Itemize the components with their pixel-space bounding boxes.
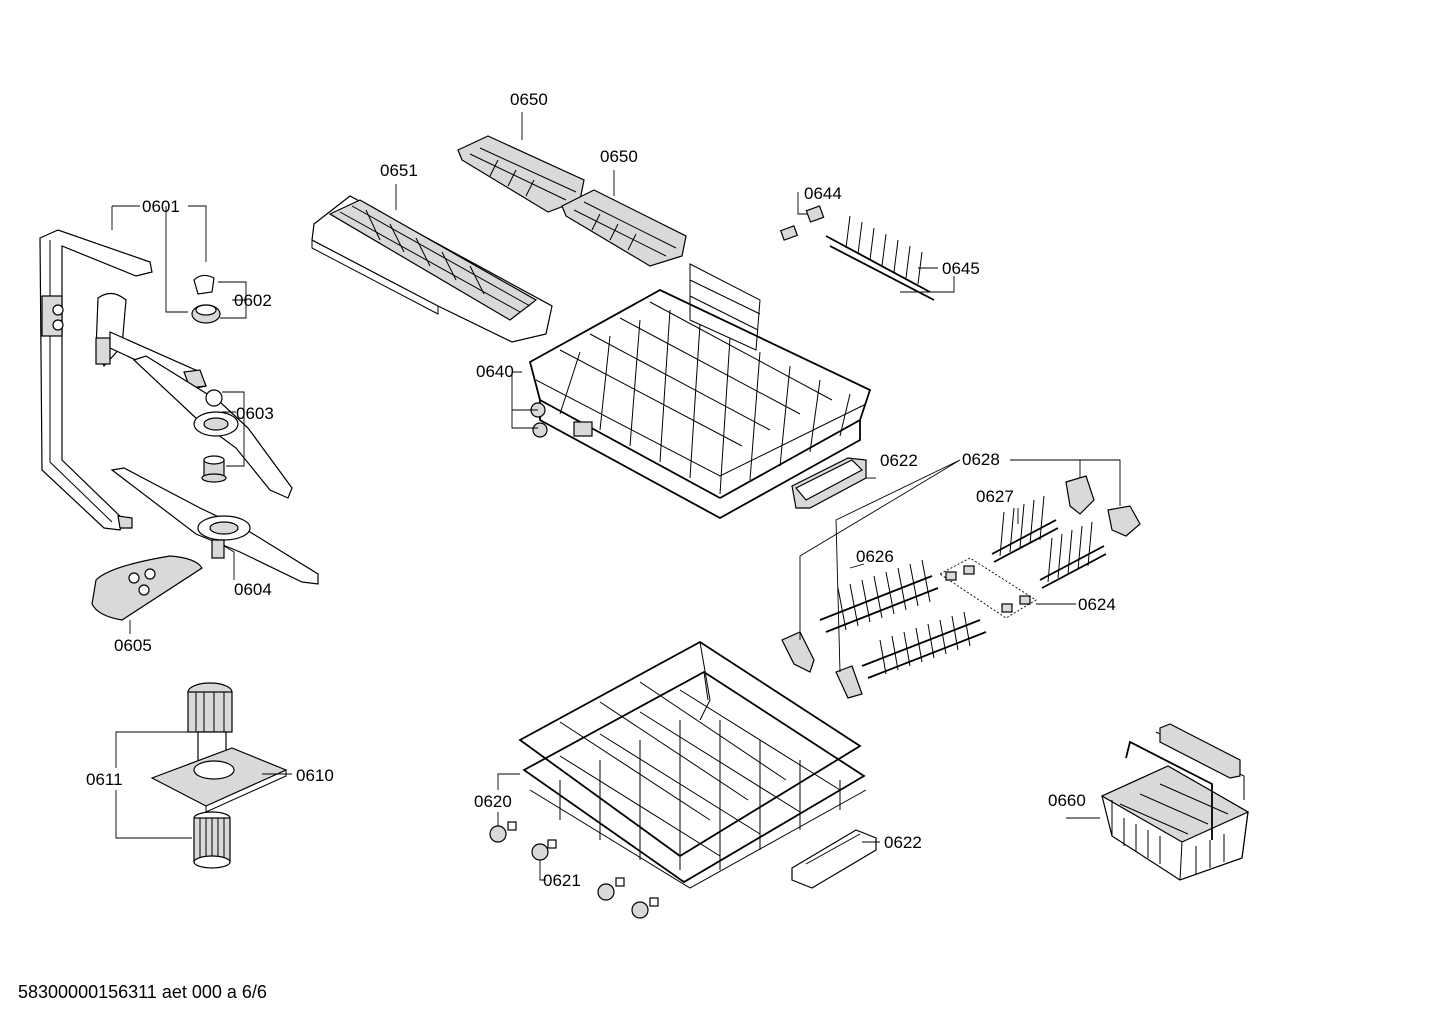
part-label-0601: 0601: [142, 197, 180, 216]
top-drawer-tray: [791, 457, 867, 509]
folding-tine-row-3: [991, 495, 1059, 563]
part-label-0610: 0610: [296, 766, 334, 785]
tine-holder-left: [781, 631, 863, 699]
part-label-0627: 0627: [976, 487, 1014, 506]
filter-base-plate: [150, 747, 288, 813]
part-label-0644: 0644: [804, 184, 842, 203]
basket-wheel: [489, 825, 649, 919]
cutlery-basket: [1100, 723, 1250, 881]
part-label-0651: 0651: [380, 161, 418, 180]
cutlery-tray-insert-2: [561, 189, 687, 267]
rack-clip: [779, 205, 825, 241]
upper-cutlery-tray: [311, 195, 553, 343]
part-label-0603: 0603: [236, 404, 274, 423]
folding-tine-row-small: [825, 215, 935, 301]
part-label-0622-upper: 0622: [880, 451, 918, 470]
fine-filter-plate: [91, 555, 203, 621]
folding-tine-row-1: [819, 559, 939, 633]
folding-tine-row-4: [1039, 521, 1107, 589]
part-label-0624: 0624: [1078, 595, 1116, 614]
spray-arm-mount: [201, 455, 227, 483]
cutlery-tray-insert-1: [457, 135, 585, 213]
spray-supply-pipe: [39, 229, 153, 531]
lower-spray-arm: [110, 467, 319, 585]
part-label-0628: 0628: [962, 450, 1000, 469]
part-label-0604: 0604: [234, 580, 272, 599]
part-label-0611: 0611: [86, 770, 123, 789]
tine-holder-right: [1065, 475, 1141, 537]
part-label-0650-top: 0650: [510, 90, 548, 109]
spray-arm-clip: [191, 274, 221, 324]
part-label-0660: 0660: [1048, 791, 1086, 810]
wheel-axle: [507, 821, 659, 907]
part-label-0620: 0620: [474, 792, 512, 811]
micro-filter: [193, 811, 231, 869]
lower-basket: [518, 640, 867, 889]
part-label-0605: 0605: [114, 636, 152, 655]
leader-lines: [111, 112, 1121, 881]
upper-spray-arm: [132, 355, 293, 499]
document-reference-footer: 58300000156311 aet 000 a 6/6: [18, 982, 267, 1002]
part-label-0650-second: 0650: [600, 147, 638, 166]
part-label-0602: 0602: [234, 291, 272, 310]
handle-cover: [791, 829, 877, 889]
folding-tine-row-2: [861, 611, 987, 679]
part-label-0626: 0626: [856, 547, 894, 566]
part-label-0621: 0621: [543, 871, 581, 890]
tine-clip-set: [939, 557, 1037, 619]
part-label-0640: 0640: [476, 362, 514, 381]
part-label-0645: 0645: [942, 259, 980, 278]
part-label-0622-lower: 0622: [884, 833, 922, 852]
